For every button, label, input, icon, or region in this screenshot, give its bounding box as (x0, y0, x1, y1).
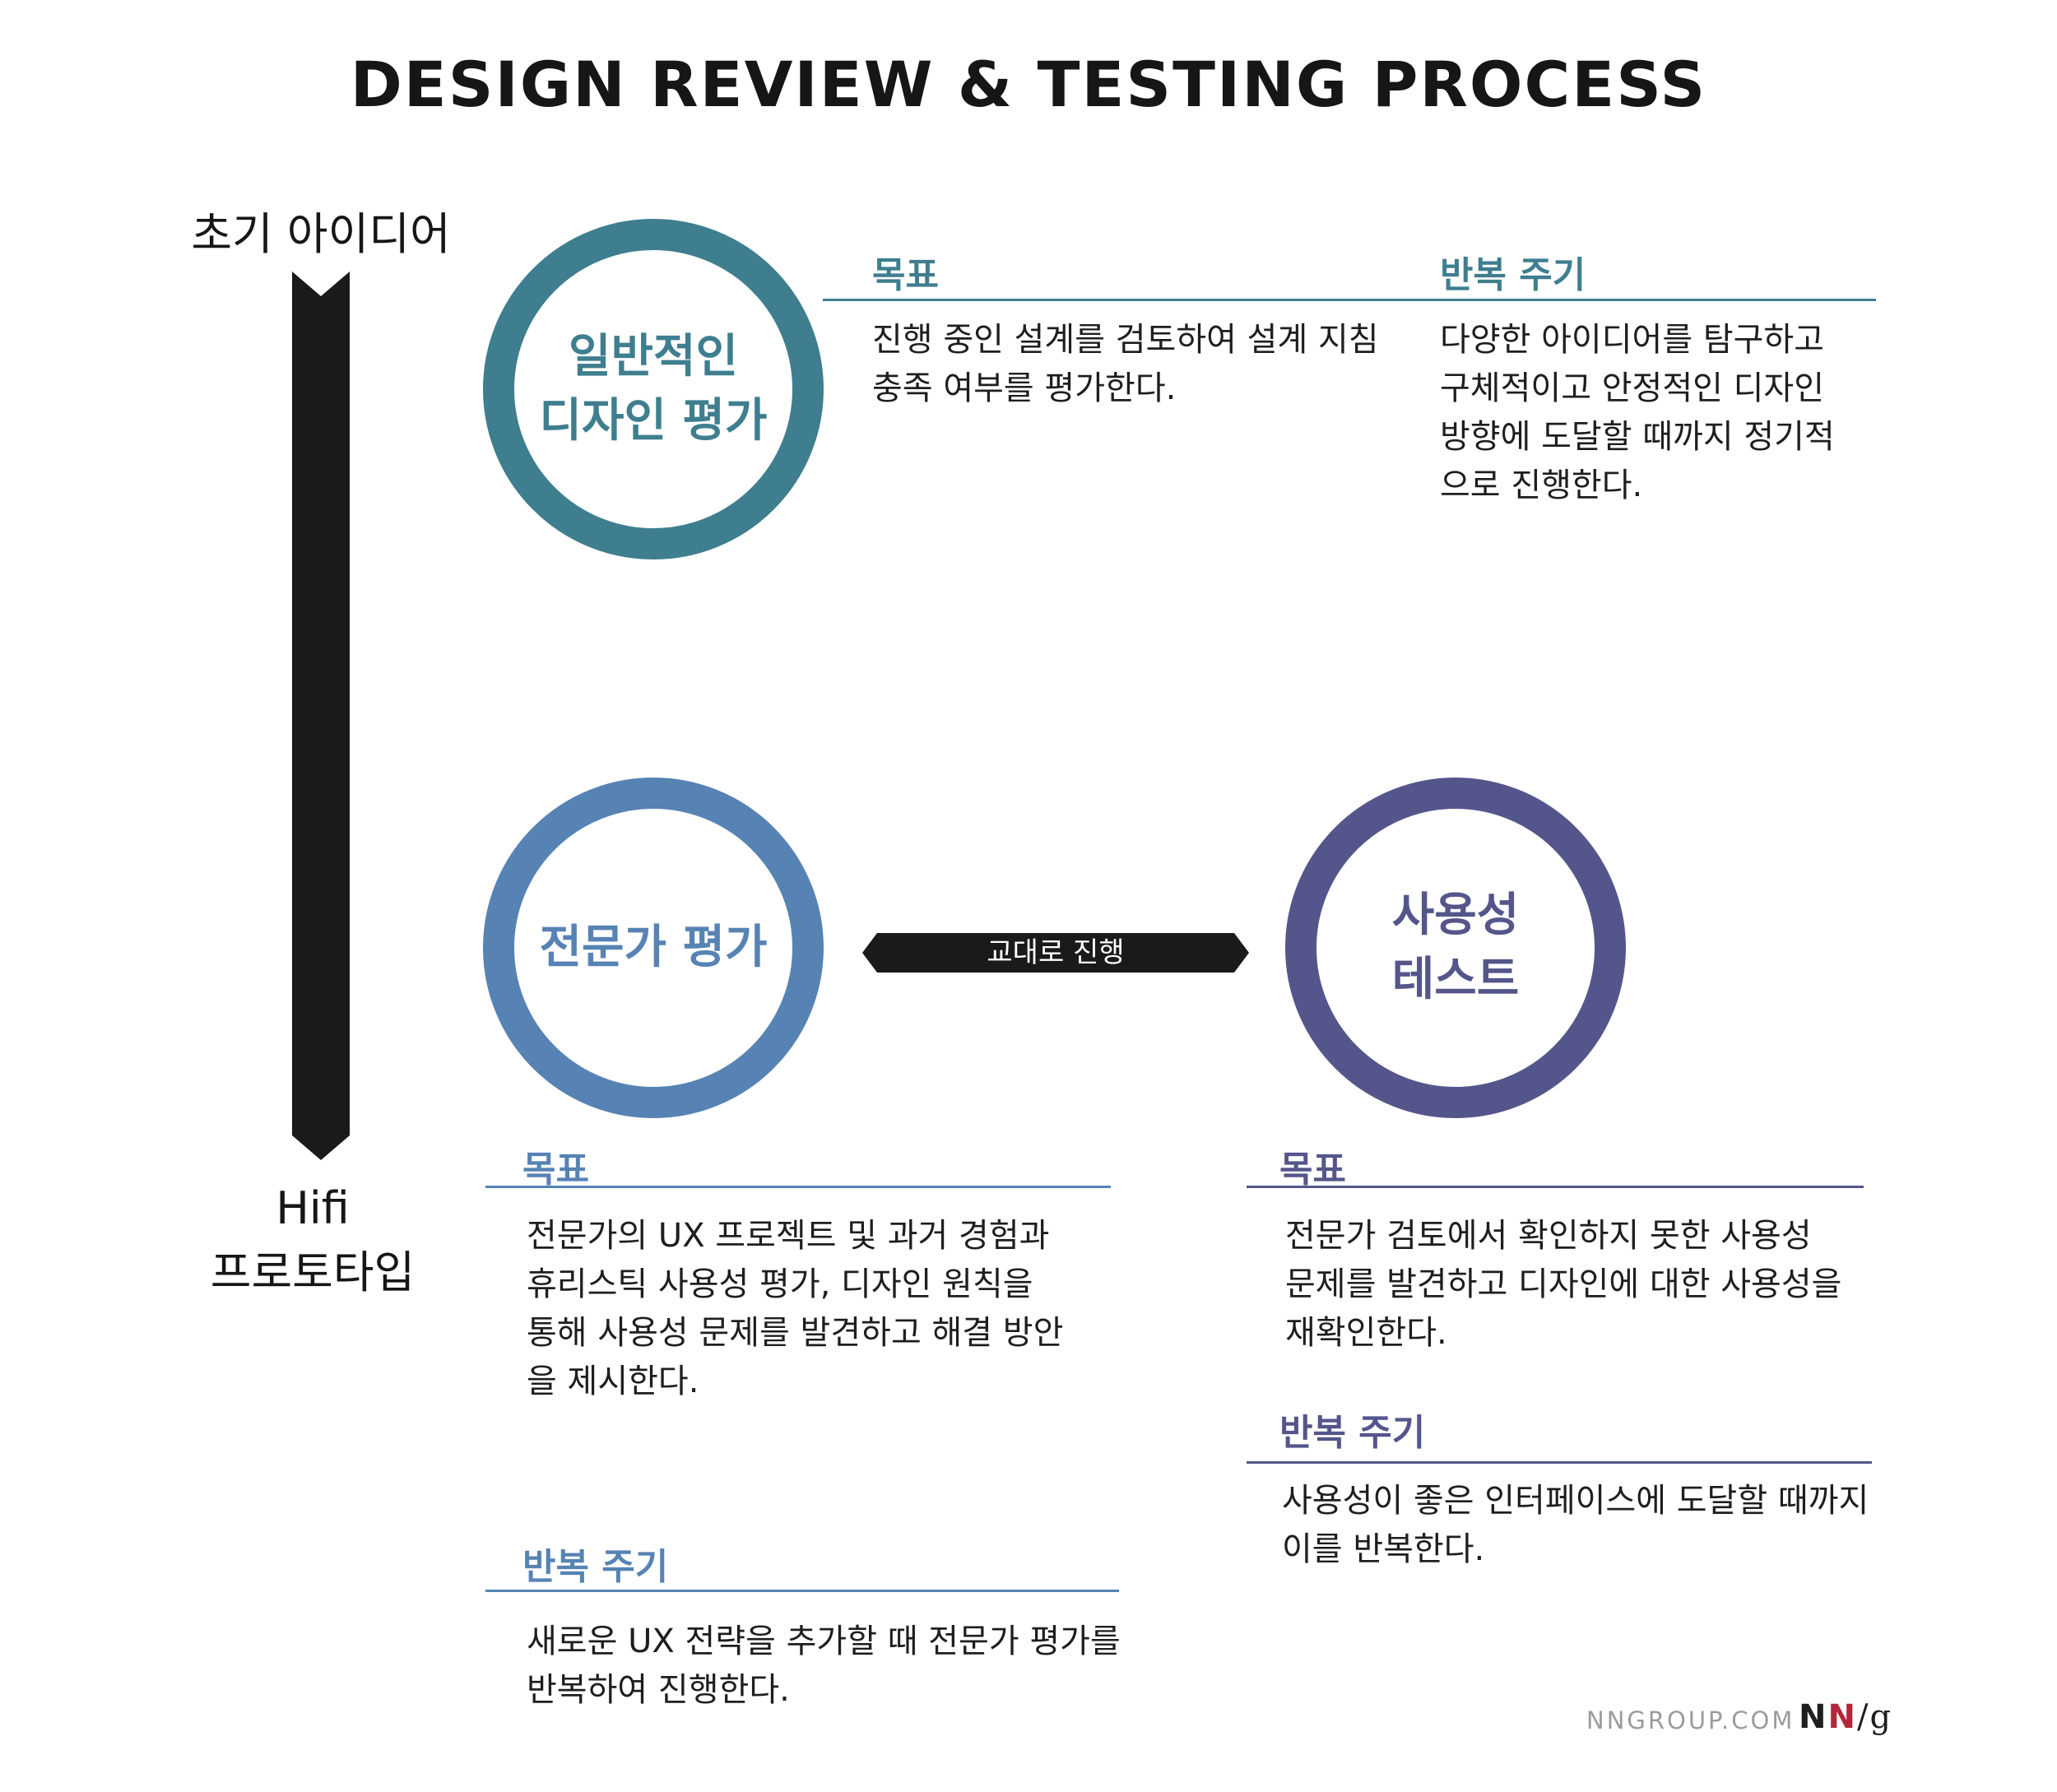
alternate-connector-label: 교대로 진행 (987, 936, 1125, 969)
alternate-connector (862, 933, 1249, 973)
usability-test-label-line-2: 테스트 (1391, 953, 1520, 1006)
usability-goal-line-3: 재확인한다. (1285, 1314, 1447, 1352)
general-goal-text: 진행 중인 설계를 검토하여 설계 지침 충족 여부를 평가한다. (872, 316, 1379, 413)
expert-review-circle: 전문가 평가 (483, 778, 824, 1118)
general-goal-line-2: 충족 여부를 평가한다. (872, 369, 1177, 407)
usability-test-label-line-1: 사용성 (1391, 889, 1520, 942)
general-cycle-line-3: 방향에 도달할 때까지 정기적 (1440, 418, 1835, 456)
usability-goal-heading: 목표 (1279, 1149, 1346, 1191)
usability-cycle-text: 사용성이 좋은 인터페이스에 도달할 때까지 이를 반복한다. (1282, 1477, 1869, 1574)
usability-goal-line-2: 문제를 발견하고 디자인에 대한 사용성을 (1285, 1265, 1842, 1303)
general-review-label-line-1: 일반적인 (568, 330, 739, 383)
expert-review-label: 전문가 평가 (539, 921, 768, 974)
usability-goal-rule (1247, 1186, 1864, 1188)
timeline-end-label-line-1: Hifi (276, 1182, 350, 1234)
general-cycle-line-2: 구체적이고 안정적인 디자인 (1440, 369, 1825, 407)
timeline-arrow (292, 272, 350, 1160)
logo-slash-g: /g (1856, 1698, 1893, 1736)
general-cycle-line-1: 다양한 아이디어를 탐구하고 (1440, 321, 1825, 359)
diagram-title: DESIGN REVIEW & TESTING PROCESS (350, 48, 1707, 121)
timeline-end-label: Hifi 프로토타입 (148, 1177, 477, 1305)
general-review-circle: 일반적인 디자인 평가 (483, 219, 824, 559)
logo-letter-n-1: N (1799, 1698, 1828, 1736)
usability-cycle-rule (1247, 1461, 1872, 1464)
nng-logo: NN/g (1799, 1698, 1892, 1736)
usability-goal-text: 전문가 검토에서 확인하지 못한 사용성 문제를 발견하고 디자인에 대한 사용… (1285, 1212, 1841, 1358)
expert-goal-text: 전문가의 UX 프로젝트 및 과거 경험과 휴리스틱 사용성 평가, 디자인 원… (527, 1212, 1063, 1406)
expert-goal-rule (485, 1186, 1111, 1188)
general-cycle-text: 다양한 아이디어를 탐구하고 구체적이고 안정적인 디자인 방향에 도달할 때까… (1440, 316, 1835, 510)
usability-cycle-line-1: 사용성이 좋은 인터페이스에 도달할 때까지 (1282, 1482, 1869, 1520)
general-cycle-line-4: 으로 진행한다. (1440, 467, 1643, 504)
logo-letter-n-2: N (1827, 1698, 1857, 1736)
usability-cycle-heading: 반복 주기 (1279, 1412, 1426, 1454)
expert-goal-line-4: 을 제시한다. (527, 1363, 699, 1400)
expert-goal-heading: 목표 (522, 1149, 589, 1191)
usability-cycle-line-2: 이를 반복한다. (1282, 1530, 1485, 1568)
expert-cycle-rule (485, 1590, 1119, 1592)
timeline-start-label: 초기 아이디어 (191, 208, 451, 260)
general-review-rule (823, 299, 1876, 301)
expert-cycle-line-2: 반복하여 진행한다. (527, 1671, 790, 1709)
alternate-connector-shape (862, 933, 1249, 973)
usability-test-circle: 사용성 테스트 (1285, 778, 1626, 1118)
expert-goal-line-3: 통해 사용성 문제를 발견하고 해결 방안 (527, 1314, 1064, 1352)
expert-cycle-line-1: 새로운 UX 전략을 추가할 때 전문가 평가를 (527, 1623, 1121, 1660)
expert-goal-line-2: 휴리스틱 사용성 평가, 디자인 원칙을 (527, 1265, 1033, 1303)
footer-site-url: NNGROUP.COM (1586, 1706, 1795, 1734)
general-cycle-heading: 반복 주기 (1440, 254, 1586, 296)
usability-goal-line-1: 전문가 검토에서 확인하지 못한 사용성 (1285, 1217, 1812, 1255)
general-goal-line-1: 진행 중인 설계를 검토하여 설계 지침 (872, 321, 1379, 359)
general-review-label-line-2: 디자인 평가 (539, 394, 768, 448)
timeline-arrow-shape (292, 272, 350, 1160)
expert-goal-line-1: 전문가의 UX 프로젝트 및 과거 경험과 (527, 1217, 1050, 1255)
expert-cycle-text: 새로운 UX 전략을 추가할 때 전문가 평가를 반복하여 진행한다. (527, 1618, 1121, 1715)
timeline-end-label-line-2: 프로토타입 (210, 1247, 416, 1298)
general-goal-heading: 목표 (872, 254, 939, 296)
expert-cycle-heading: 반복 주기 (522, 1546, 669, 1588)
